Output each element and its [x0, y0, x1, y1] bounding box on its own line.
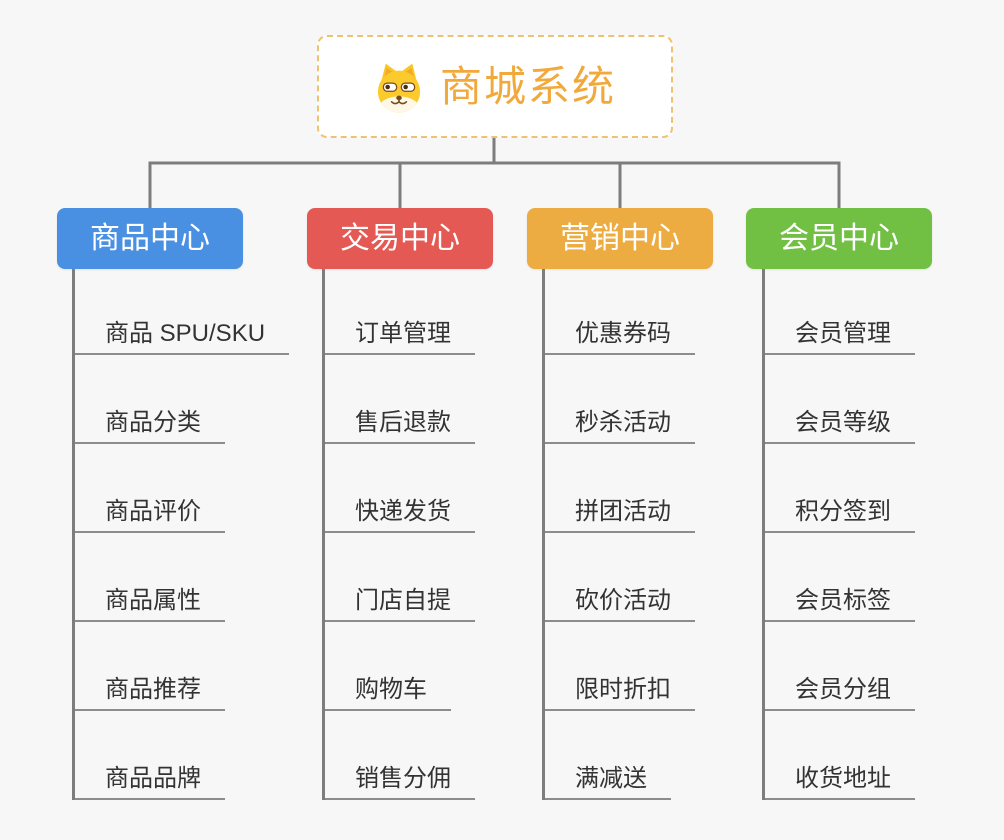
leaf-topic-label: 积分签到: [795, 498, 891, 525]
leaf-topic-label: 会员等级: [795, 409, 891, 436]
leaf-topic[interactable]: 砍价活动: [545, 533, 695, 622]
branch-member-center-label: 会员中心: [779, 221, 899, 255]
branch-marketing-center-items: 优惠券码 秒杀活动 拼团活动 砍价活动 限时折扣 满减送: [542, 269, 695, 800]
leaf-topic-label: 拼团活动: [575, 498, 671, 525]
branch-trade-center[interactable]: 交易中心: [307, 208, 493, 269]
leaf-topic-label: 订单管理: [355, 320, 451, 347]
branch-trade-center-items: 订单管理 售后退款 快递发货 门店自提 购物车 销售分佣: [322, 269, 475, 800]
leaf-topic[interactable]: 积分签到: [765, 444, 915, 533]
leaf-topic-label: 销售分佣: [355, 765, 451, 792]
branch-product-center-items: 商品 SPU/SKU 商品分类 商品评价 商品属性 商品推荐 商品品牌: [72, 269, 290, 800]
leaf-topic[interactable]: 销售分佣: [325, 711, 475, 800]
branch-trade-center-label: 交易中心: [340, 221, 460, 255]
leaf-topic[interactable]: 限时折扣: [545, 622, 695, 711]
leaf-topic-label: 会员标签: [795, 587, 891, 614]
leaf-topic-label: 门店自提: [355, 587, 451, 614]
leaf-topic[interactable]: 商品属性: [75, 533, 225, 622]
leaf-topic[interactable]: 秒杀活动: [545, 355, 695, 444]
leaf-topic-label: 售后退款: [355, 409, 451, 436]
leaf-topic-label: 商品分类: [105, 409, 201, 436]
leaf-topic-label: 商品推荐: [105, 676, 201, 703]
leaf-topic-label: 商品属性: [105, 587, 201, 614]
leaf-topic[interactable]: 商品 SPU/SKU: [75, 269, 290, 355]
leaf-topic-label: 秒杀活动: [575, 409, 671, 436]
leaf-topic-label: 收货地址: [795, 765, 891, 792]
leaf-topic-label: 砍价活动: [575, 587, 671, 614]
root-topic[interactable]: 商城系统: [317, 35, 673, 138]
branch-member-center[interactable]: 会员中心: [746, 208, 932, 269]
leaf-topic[interactable]: 商品分类: [75, 355, 225, 444]
leaf-topic-label: 商品评价: [105, 498, 201, 525]
leaf-topic[interactable]: 快递发货: [325, 444, 475, 533]
leaf-topic-label: 会员分组: [795, 676, 891, 703]
branch-product-center-label: 商品中心: [90, 221, 210, 255]
leaf-topic[interactable]: 门店自提: [325, 533, 475, 622]
leaf-topic[interactable]: 订单管理: [325, 269, 475, 355]
leaf-topic[interactable]: 满减送: [545, 711, 671, 800]
leaf-topic[interactable]: 会员标签: [765, 533, 915, 622]
leaf-topic-label: 快递发货: [355, 498, 451, 525]
leaf-topic[interactable]: 会员管理: [765, 269, 915, 355]
leaf-topic[interactable]: 会员等级: [765, 355, 915, 444]
root-topic-label: 商城系统: [439, 62, 616, 110]
branch-marketing-center-label: 营销中心: [560, 221, 680, 255]
leaf-topic[interactable]: 会员分组: [765, 622, 915, 711]
leaf-topic[interactable]: 收货地址: [765, 711, 915, 800]
branch-member-center-items: 会员管理 会员等级 积分签到 会员标签 会员分组 收货地址: [762, 269, 915, 800]
leaf-topic[interactable]: 商品品牌: [75, 711, 225, 800]
leaf-topic-label: 购物车: [355, 676, 427, 703]
leaf-topic[interactable]: 拼团活动: [545, 444, 695, 533]
leaf-topic[interactable]: 商品评价: [75, 444, 225, 533]
leaf-topic-label: 优惠券码: [575, 320, 671, 347]
leaf-topic-label: 满减送: [575, 765, 647, 792]
leaf-topic-label: 限时折扣: [575, 676, 671, 703]
shiba-dog-icon: [377, 63, 421, 113]
leaf-topic[interactable]: 优惠券码: [545, 269, 695, 355]
leaf-topic-label: 商品 SPU/SKU: [105, 320, 266, 347]
leaf-topic-label: 商品品牌: [105, 765, 201, 792]
branch-marketing-center[interactable]: 营销中心: [527, 208, 713, 269]
leaf-topic-label: 会员管理: [795, 320, 891, 347]
leaf-topic[interactable]: 售后退款: [325, 355, 475, 444]
leaf-topic[interactable]: 购物车: [325, 622, 451, 711]
branch-product-center[interactable]: 商品中心: [57, 208, 243, 269]
leaf-topic[interactable]: 商品推荐: [75, 622, 225, 711]
